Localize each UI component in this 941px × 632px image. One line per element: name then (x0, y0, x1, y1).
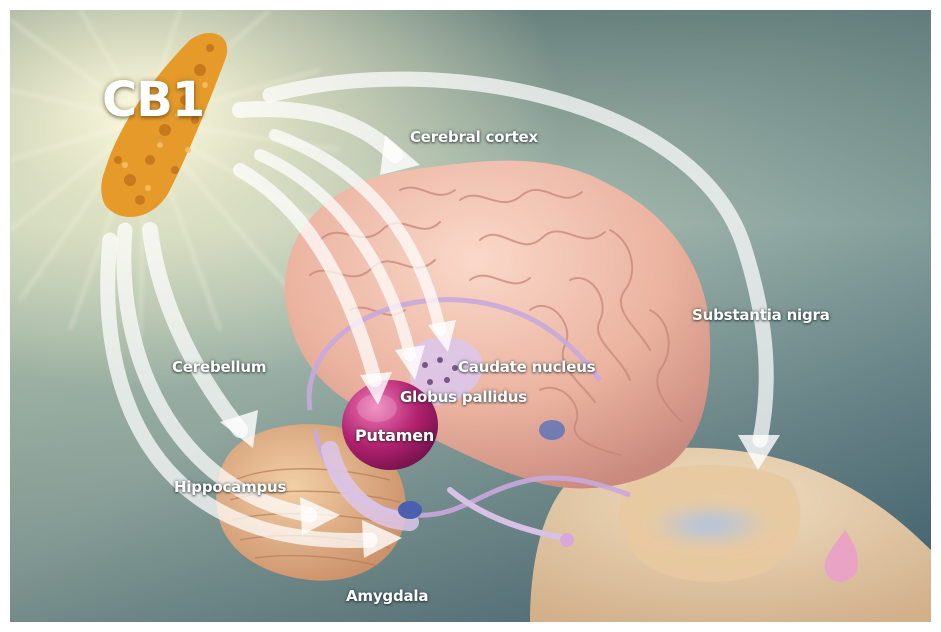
label-caudate-nucleus: Caudate nucleus (458, 358, 595, 376)
label-putamen: Putamen (355, 426, 434, 445)
label-amygdala: Amygdala (346, 587, 428, 605)
label-cerebral-cortex: Cerebral cortex (410, 128, 538, 146)
cb1-label: CB1 (102, 72, 204, 128)
label-hippocampus: Hippocampus (174, 478, 286, 496)
label-globus-pallidus: Globus pallidus (400, 388, 527, 406)
label-cerebellum: Cerebellum (172, 358, 266, 376)
amygdala-body (398, 501, 422, 519)
label-substantia-nigra: Substantia nigra (692, 306, 830, 324)
illustration-canvas: CB1 Cerebral cortex Substantia nigra Cer… (10, 10, 931, 622)
